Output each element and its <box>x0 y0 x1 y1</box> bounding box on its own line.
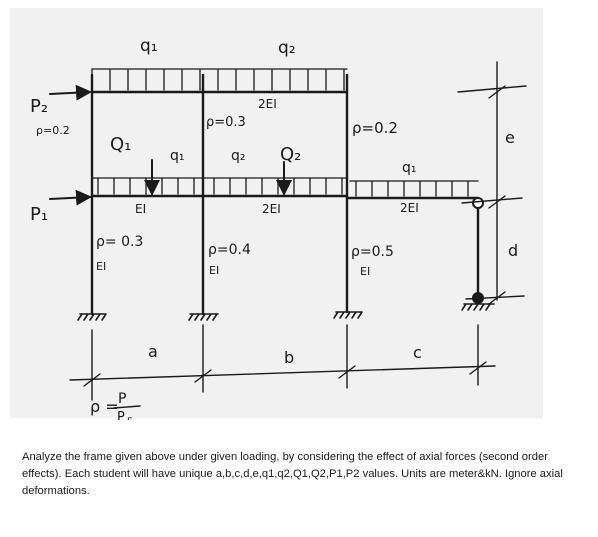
label-rho-lower-middle: ρ=0.4 <box>208 242 251 258</box>
label-Q1: Q₁ <box>110 134 131 155</box>
label-dim-c: c <box>413 343 422 362</box>
label-dim-d: d <box>508 241 518 260</box>
label-column-right-ei: EI <box>360 265 370 278</box>
distributed-load-top <box>91 68 348 91</box>
label-P2: P₂ <box>30 96 48 117</box>
label-column-left-ei: EI <box>96 260 106 273</box>
label-dim-e: e <box>505 128 515 147</box>
label-Q2: Q₂ <box>280 144 301 165</box>
formula-denominator-sub: E <box>127 417 133 420</box>
label-rho-lower-right: ρ=0.5 <box>351 244 394 260</box>
formula-numerator: P <box>118 391 126 407</box>
label-top-beam-ei: 2EI <box>258 97 277 111</box>
problem-statement: Analyze the frame given above under give… <box>22 449 582 500</box>
label-q2-mid: q₂ <box>231 148 246 164</box>
frame-diagram: q₁ q₂ P₂ P₁ Q₁ q₁ q₂ Q₂ q₁ 2EI EI 2EI 2E… <box>10 8 543 420</box>
label-P1: P₁ <box>30 204 48 225</box>
problem-statement-text: Analyze the frame given above under give… <box>22 451 563 497</box>
lateral-load-P1-arrow <box>49 189 92 206</box>
label-column-middle-ei: EI <box>209 264 219 277</box>
label-rho-upper-right: ρ=0.2 <box>352 119 398 137</box>
label-dim-a: a <box>148 342 158 361</box>
formula-denominator: P <box>117 410 125 420</box>
paper-sheet <box>10 8 543 418</box>
formula-lhs: ρ = <box>90 397 119 416</box>
label-mid-left-ei: EI <box>135 202 146 216</box>
label-dim-b: b <box>284 348 294 367</box>
formula-rho: ρ = P P E <box>90 391 141 420</box>
label-q1-mid-left: q₁ <box>170 148 185 164</box>
distributed-load-right <box>349 180 479 197</box>
label-right-beam-ei: 2EI <box>400 201 419 215</box>
beams <box>90 90 480 200</box>
label-rho-upper-left: ρ=0.2 <box>36 124 70 137</box>
label-mid-middle-ei: 2EI <box>262 202 281 216</box>
dimension-lines <box>69 61 527 401</box>
fixed-support-middle <box>188 313 219 321</box>
label-q2-top: q₂ <box>278 38 296 58</box>
label-q1-right: q₁ <box>402 160 417 176</box>
hinge-right-beam <box>472 197 484 209</box>
point-loads <box>49 84 292 206</box>
label-q1-top: q₁ <box>140 36 158 56</box>
fixed-support-left <box>77 313 107 321</box>
fixed-supports <box>77 311 363 321</box>
columns <box>90 73 480 316</box>
label-rho-upper-middle: ρ=0.3 <box>206 115 246 130</box>
label-rho-lower-left: ρ= 0.3 <box>96 234 143 250</box>
lateral-load-P2-arrow <box>49 84 92 101</box>
fixed-support-right <box>333 311 363 319</box>
